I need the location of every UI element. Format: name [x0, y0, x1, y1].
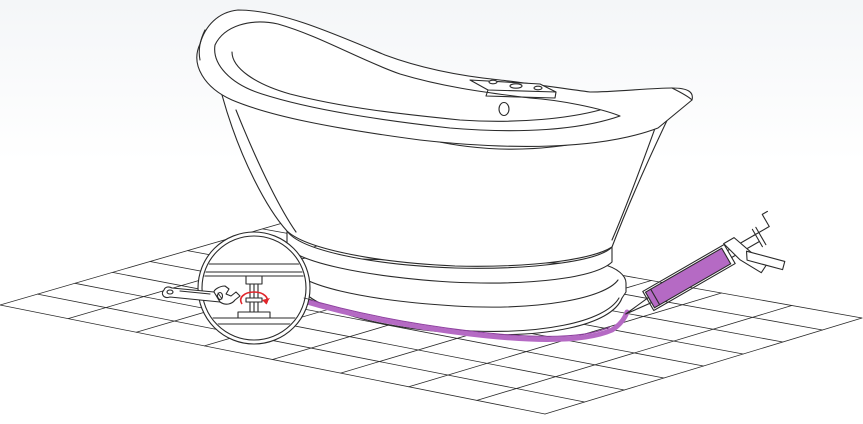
caulking-frame — [642, 243, 736, 312]
floor-grid-line — [544, 317, 863, 415]
caulking-trigger — [745, 250, 786, 271]
caulking-cartridge — [644, 247, 732, 309]
adjustable-wrench — [161, 285, 241, 305]
bathtub-rim — [196, 9, 693, 147]
overflow-drain — [498, 101, 510, 117]
floor-grid-line — [476, 305, 793, 401]
rotate-arrowhead — [262, 298, 270, 304]
faucet-deck — [469, 79, 557, 99]
caulking-handle — [723, 237, 767, 274]
sealant-bead — [297, 297, 630, 342]
sealant-bead-edge — [299, 296, 611, 337]
bathtub — [196, 9, 693, 336]
caulking-gun — [625, 210, 786, 315]
magnifier-inset — [197, 231, 313, 345]
